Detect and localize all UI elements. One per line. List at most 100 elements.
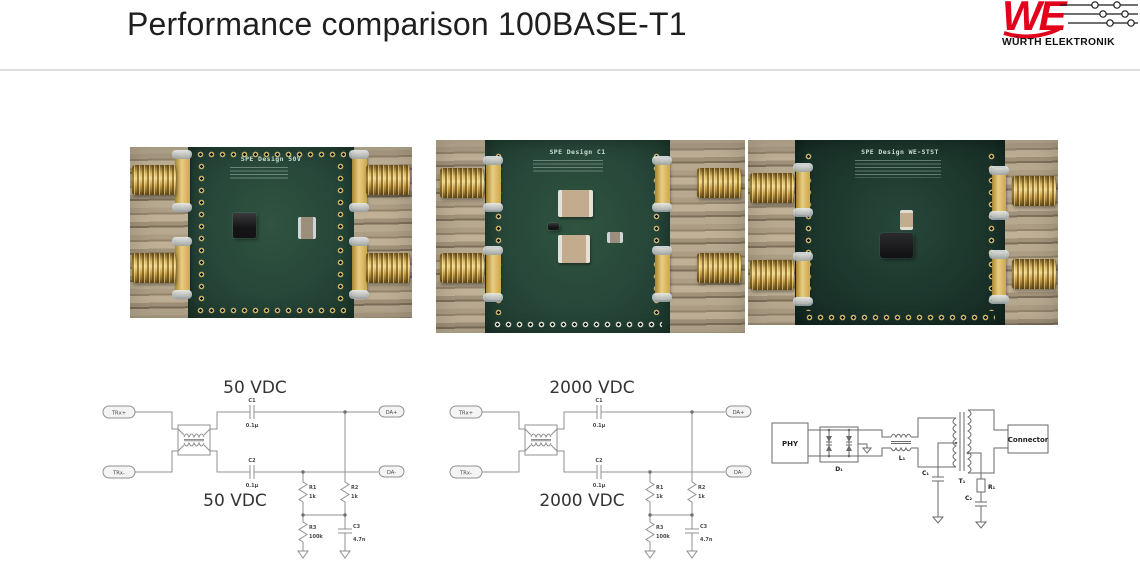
connector-label: Connector <box>1008 436 1049 444</box>
ground-symbols <box>297 550 351 559</box>
sma-flange <box>172 150 192 212</box>
c2-label: C₂ <box>965 495 972 502</box>
pcb-photo-spe-design-we-stst: SPE Design WE-STST <box>748 140 1058 325</box>
capacitor-c3-symbol <box>685 515 699 551</box>
silkscreen-fine-print <box>230 167 288 181</box>
phy-box <box>771 422 809 464</box>
resistor-r2-symbol <box>340 412 350 515</box>
board-silkscreen-label: SPE Design 50V <box>240 155 302 163</box>
sma-connector <box>750 173 794 203</box>
logo-monogram: WE <box>1002 0 1072 39</box>
sma-connector <box>440 253 484 283</box>
sma-connector <box>366 165 410 195</box>
r3-ref: R3 <box>309 525 317 531</box>
ic-component <box>233 213 256 238</box>
c2-value: 0.1µ <box>246 483 259 489</box>
sma-flange <box>989 166 1009 220</box>
c3-value: 4.7n <box>700 537 713 543</box>
c3-ref: C3 <box>353 524 361 530</box>
sma-connector <box>440 168 484 198</box>
terminal-trx-minus: TRx- <box>112 471 125 477</box>
schematic-2000vdc: 2000 VDC 2000 VDC TRx+ TRx- DA+ DA- C1 0… <box>449 378 752 559</box>
transformer-symbol <box>177 424 211 456</box>
r3-ref: R3 <box>656 525 664 531</box>
junction-dots <box>648 410 694 517</box>
hv-capacitor-component <box>558 190 593 217</box>
terminal-trx-minus: TRx- <box>459 471 472 477</box>
silkscreen-fine-print <box>533 160 603 174</box>
r1-ref: R1 <box>656 485 664 491</box>
schematic-50vdc: 50 VDC 50 VDC TRx+ TRx- DA+ DA- C1 0.1µ … <box>102 378 405 559</box>
t1-label: T₁ <box>959 478 966 485</box>
through-hole-column <box>804 152 813 311</box>
through-hole-column <box>652 152 661 315</box>
silkscreen-fine-print <box>855 160 941 178</box>
sma-connector <box>697 168 741 198</box>
resistor-r3-symbol <box>645 515 655 551</box>
voltage-rating-top: 2000 VDC <box>549 378 634 398</box>
pcb-board-we-stst: SPE Design WE-STST <box>795 140 1005 325</box>
r3-value: 100k <box>656 534 670 540</box>
choke-winding <box>890 433 912 439</box>
pcb-photo-spe-design-c1: SPE Design C1 <box>436 140 745 333</box>
r1-label: R₁ <box>988 484 996 491</box>
sma-flange <box>652 156 672 212</box>
board-silkscreen-label: SPE Design C1 <box>549 148 606 156</box>
voltage-rating-bottom: 50 VDC <box>203 491 267 511</box>
through-hole-column <box>494 152 503 315</box>
small-ic-component <box>548 223 559 230</box>
resistor-r2-symbol <box>687 412 697 515</box>
resistor-r1-symbol <box>645 472 655 515</box>
logo-swoosh <box>1003 27 1060 39</box>
c2-value: 0.1µ <box>593 483 606 489</box>
c1-label: C₁ <box>922 470 929 477</box>
schematic-wires <box>771 409 1049 529</box>
page-title: Performance comparison 100BASE-T1 <box>127 6 687 42</box>
capacitor-component <box>607 232 623 243</box>
diode-symbols <box>826 428 970 458</box>
c1-branch <box>931 442 956 524</box>
through-hole-row <box>196 150 346 159</box>
sma-flange <box>989 250 1009 304</box>
sma-connector <box>1012 176 1056 206</box>
transformer-secondary <box>967 409 972 474</box>
c1-ref: C1 <box>595 398 603 404</box>
terminal-da-plus: DA+ <box>386 410 398 416</box>
resistor-r3-symbol <box>298 515 308 551</box>
wuerth-elektronik-logo: WE WÜRTH ELEKTRONIK <box>1002 0 1138 48</box>
sma-connector <box>1012 259 1056 289</box>
transformer-symbol <box>524 424 558 456</box>
l1-label: L₁ <box>899 455 906 462</box>
r2-ref: R2 <box>351 485 359 491</box>
r2-value: 1k <box>351 494 358 500</box>
capacitor-component <box>298 217 316 239</box>
sma-connector <box>132 165 176 195</box>
capacitor-component <box>900 210 913 230</box>
sma-flange <box>793 252 813 306</box>
schematic-we-stst-block: PHY Connector D₁ L₁ T₁ C₁ R₁ C₂ <box>771 409 1049 529</box>
capacitor-c3-symbol <box>338 515 352 551</box>
terminal-da-plus: DA+ <box>733 410 745 416</box>
r3-value: 100k <box>309 534 323 540</box>
resistor-r1-symbol <box>298 472 308 515</box>
connector-box <box>1007 424 1049 454</box>
through-hole-row <box>805 313 995 322</box>
ground-symbols <box>644 550 698 559</box>
terminal-da-minus: DA- <box>734 470 743 476</box>
r2-value: 1k <box>698 494 705 500</box>
r2-ref: R2 <box>698 485 706 491</box>
sma-flange <box>349 150 369 212</box>
sma-connector <box>366 253 410 283</box>
phy-label: PHY <box>782 440 799 448</box>
c1-value: 0.1µ <box>246 423 259 429</box>
diode-array-box <box>819 426 859 463</box>
c1-ref: C1 <box>248 398 256 404</box>
pcb-photo-spe-design-50v: SPE Design 50V <box>130 147 412 318</box>
r1-value: 1k <box>656 494 663 500</box>
sma-flange <box>793 163 813 217</box>
logo-circuit-lines-icon <box>1060 1 1138 27</box>
through-hole-row <box>493 320 662 329</box>
c3-value: 4.7n <box>353 537 366 543</box>
board-silkscreen-label: SPE Design WE-STST <box>861 148 939 156</box>
